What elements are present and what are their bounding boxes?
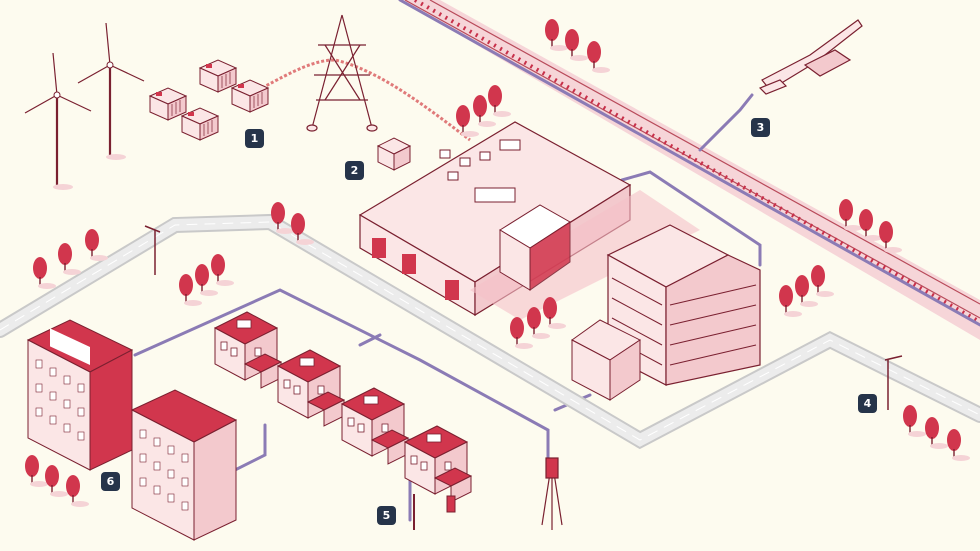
marker-4[interactable]: 4: [858, 394, 877, 413]
cell-tower-icon: [541, 457, 563, 530]
wind-turbine-icon: [23, 21, 146, 192]
marker-2[interactable]: 2: [345, 161, 364, 180]
office-building: [571, 224, 761, 401]
drilling-rig-icon: [758, 19, 863, 95]
substation-box: [376, 137, 412, 171]
marker-5[interactable]: 5: [377, 506, 396, 525]
roads: [0, 213, 980, 450]
marker-1[interactable]: 1: [245, 129, 264, 148]
railway-track: [400, 0, 980, 340]
street-light-icon: [144, 225, 903, 410]
apartment-block: [130, 389, 238, 541]
power-pylon-icon: [306, 14, 378, 132]
utility-cables: [133, 0, 980, 522]
marker-3[interactable]: 3: [751, 118, 770, 137]
apartment-block: [26, 319, 134, 471]
power-line: [261, 58, 471, 142]
residential-houses: [214, 311, 472, 503]
battery-container-icon: [149, 59, 269, 141]
marker-6[interactable]: 6: [101, 472, 120, 491]
factory-building: [358, 121, 700, 320]
ev-charger-icon: [413, 494, 456, 530]
